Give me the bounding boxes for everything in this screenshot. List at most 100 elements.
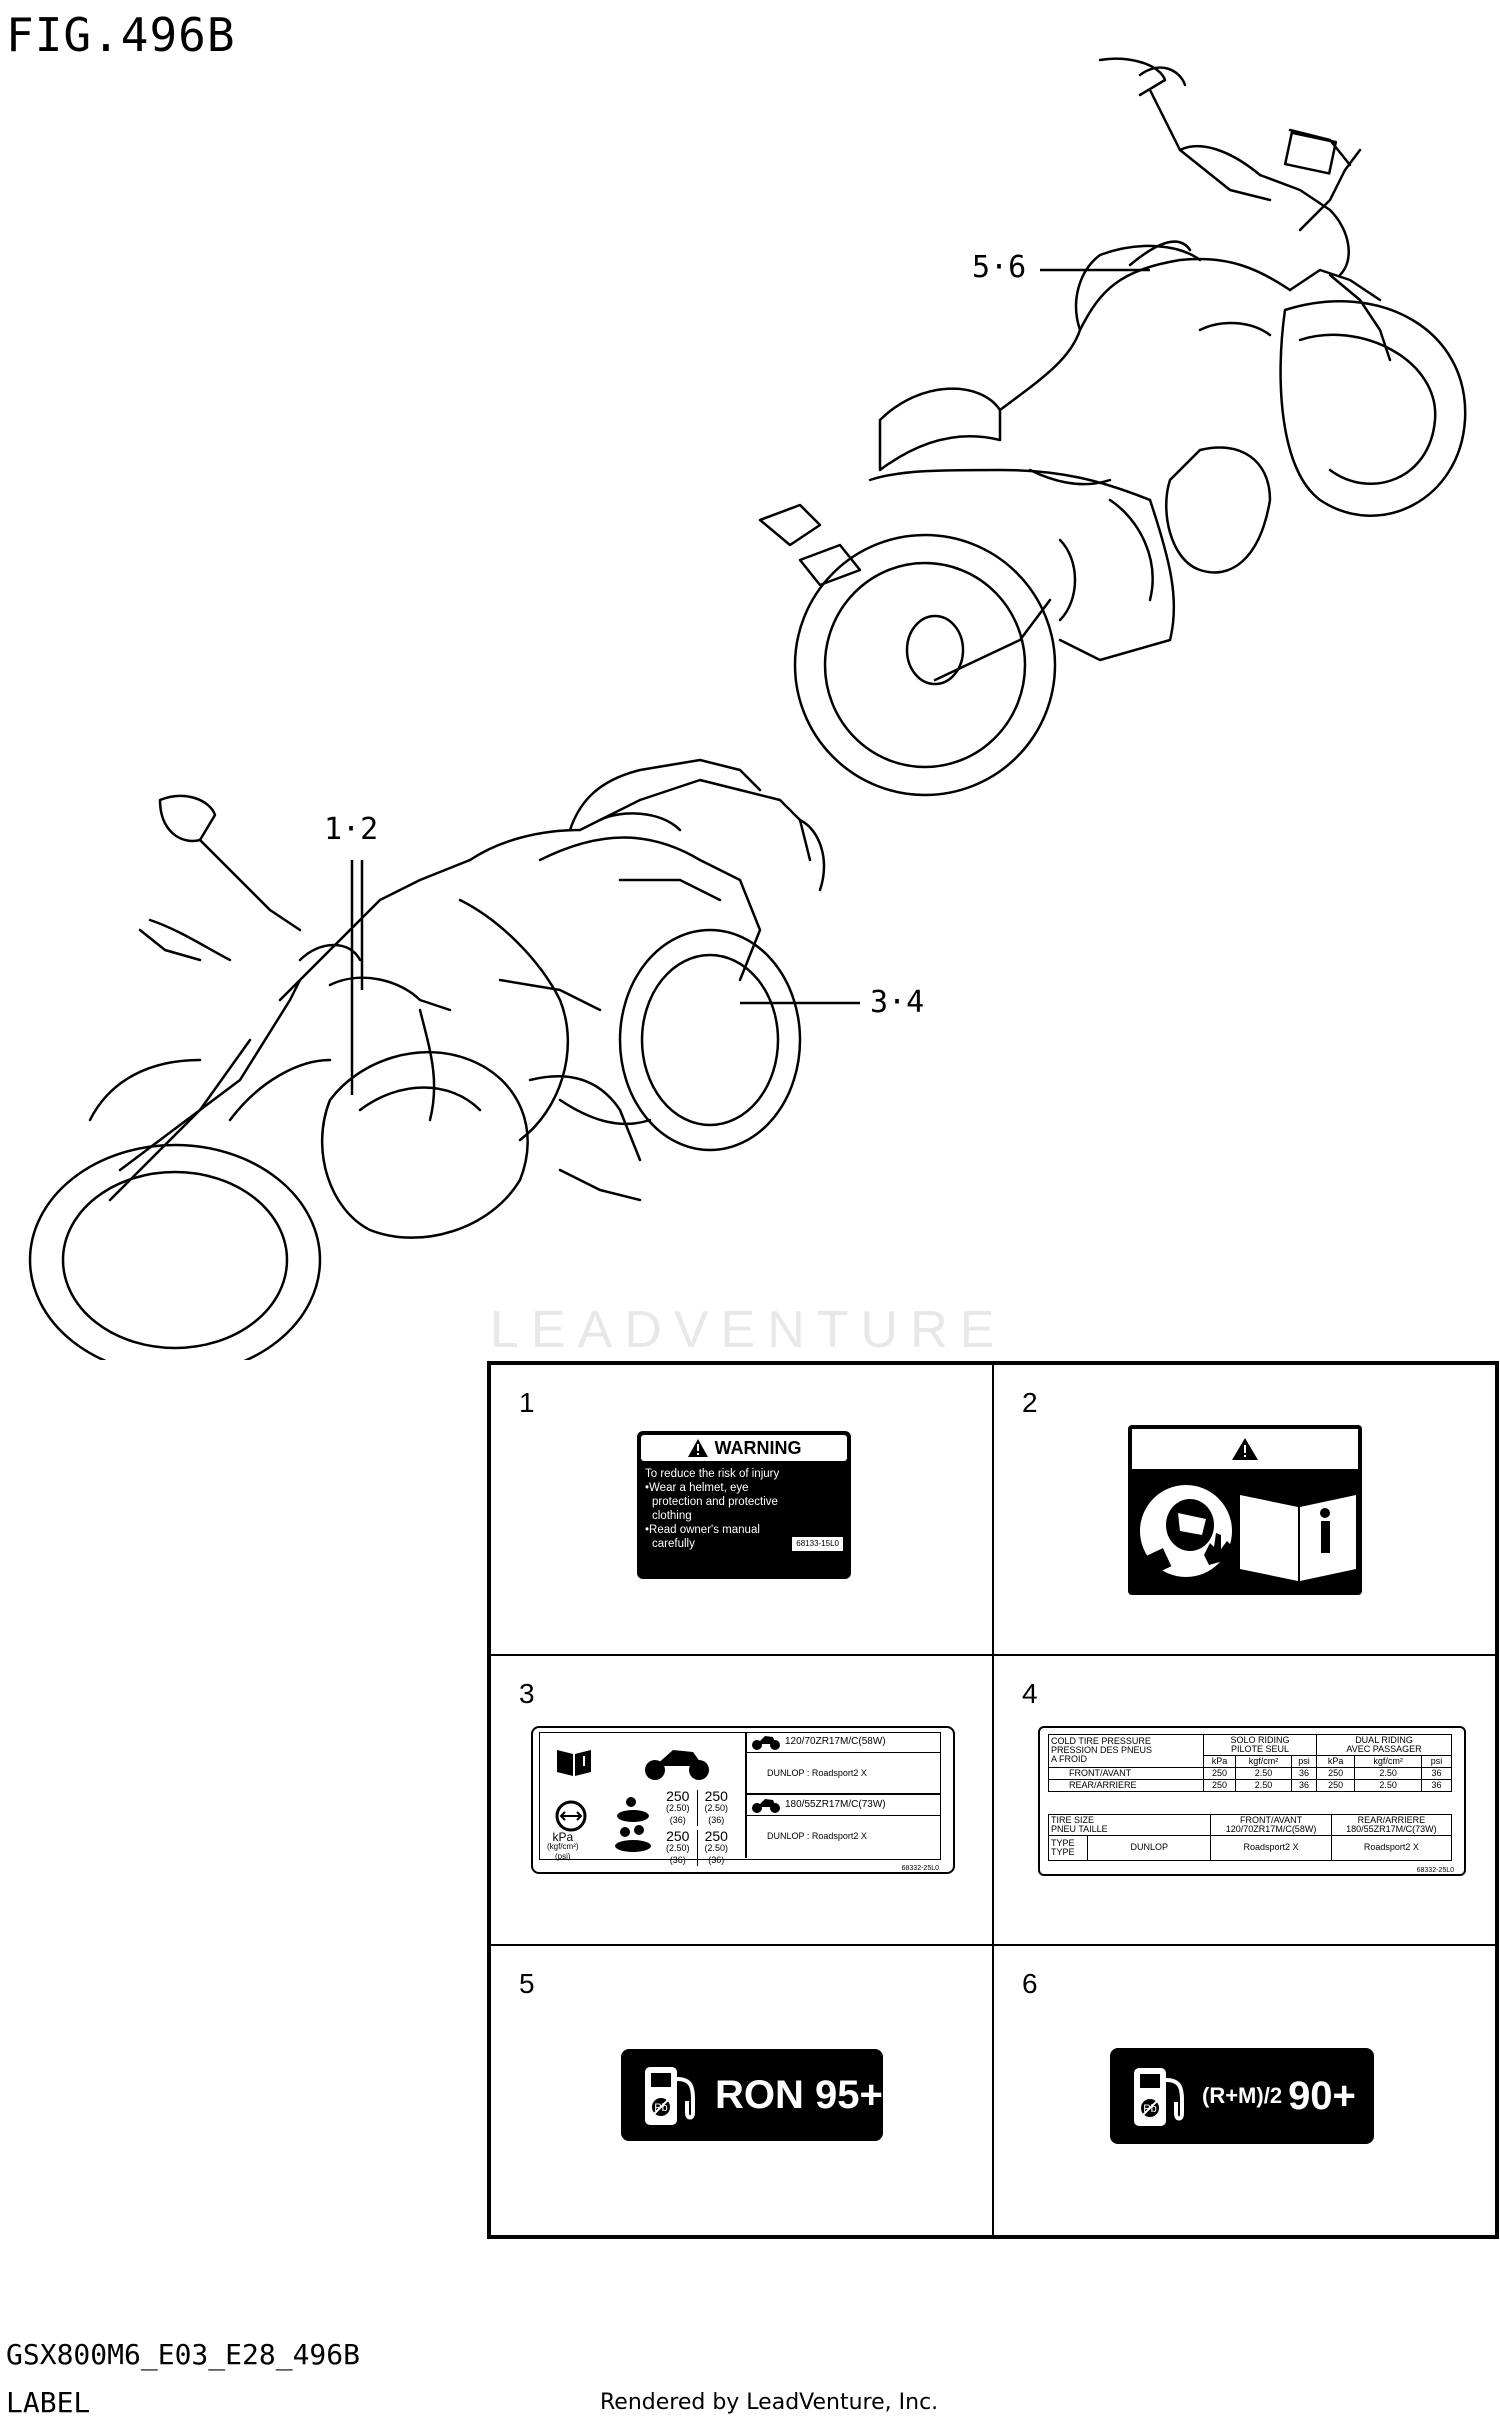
solo-front-psi: (36) [669, 1814, 686, 1825]
dual-front-psi: (36) [669, 1854, 686, 1865]
leader-lines [350, 268, 1150, 1095]
title-fr2: A FROID [1051, 1754, 1088, 1765]
callout-3-4: 3·4 [870, 985, 925, 1020]
label-code: 68332-25L0 [901, 1864, 939, 1872]
label-code: 68133-15L0 [792, 1537, 843, 1551]
callout-5-6: 5·6 [972, 250, 1027, 285]
octane-rating: 90+ [1288, 2073, 1356, 2118]
tire-rear-size: 180/55ZR17M/C(73W) [785, 1799, 886, 1811]
warning-triangle-icon [1232, 1438, 1258, 1460]
col-front: FRONT/AVANT [1239, 1814, 1303, 1825]
tire-front-size: 120/70ZR17M/C(58W) [785, 1736, 886, 1748]
solo-rear-psi: (36) [708, 1814, 725, 1825]
label-cell-5: 5 Pb RON 95+ [490, 1945, 993, 2236]
tire-pressure-pictogram-label: kPa (kgf/cm²) (psi) 250 (2.50) (36) 250 … [531, 1725, 955, 1874]
label-number: 1 [519, 1387, 535, 1418]
unit-psi: psi [1421, 1754, 1452, 1768]
unit-kgf: kgf/cm² [1234, 1754, 1293, 1768]
figure-code: GSX800M6_E03_E28_496B [6, 2338, 361, 2371]
warning-triangle-icon [687, 1439, 708, 1457]
col-rear: REAR/ARRIERE [1357, 1814, 1426, 1825]
unit-psi: (psi) [555, 1851, 571, 1861]
helmet-gloves-manual-icon [1140, 1485, 1356, 1581]
type-fr: TYPE [1051, 1846, 1075, 1857]
unit-kpa: kPa [552, 1829, 574, 1844]
value-kgf: 2.50 [1234, 1766, 1293, 1780]
label-number: 3 [519, 1677, 535, 1709]
dual-front-kpa: 250 [666, 1827, 690, 1844]
solo-rear-kpa: 250 [704, 1787, 728, 1804]
cold-tire-pressure-label: COLD TIRE PRESSURE PRESSION DES PNEUS A … [1038, 1725, 1466, 1876]
pictogram-label [1128, 1425, 1362, 1595]
label-cell-6: 6 Pb (R+M)/2 90+ [993, 1945, 1496, 2236]
value-kgf: 2.50 [1354, 1766, 1423, 1780]
dual-front-kgf: (2.50) [665, 1842, 690, 1853]
tire-size-en: TIRE SIZE [1051, 1814, 1095, 1825]
rear-tire-icon [752, 1798, 780, 1813]
warning-line: clothing [652, 1510, 692, 1522]
tire-pressure-pictograms [555, 1749, 709, 1852]
value-psi: 36 [1291, 1778, 1318, 1792]
label-cell-4: 4 COLD TIRE PRESSURE PRESSION DES PNEUS … [993, 1654, 1496, 1946]
solo-front-kgf: (2.50) [665, 1802, 690, 1813]
callout-1-2: 1·2 [324, 812, 379, 847]
value-psi: 36 [1291, 1766, 1318, 1780]
octane-prefix: (R+M)/2 [1202, 2083, 1283, 2109]
tire-front-brand: DUNLOP : Roadsport2 X [767, 1767, 867, 1778]
warning-line: •Read owner's manual [645, 1524, 760, 1536]
label-code: 68332-25L0 [1416, 1866, 1454, 1874]
section-name: LABEL [6, 2386, 91, 2419]
size-front: 120/70ZR17M/C(58W) [1225, 1823, 1317, 1834]
unit-kpa: kPa [1203, 1754, 1236, 1768]
label-number: 5 [519, 1968, 535, 2000]
fuel-pump-icon: Pb [645, 2067, 695, 2126]
tire-brand: DUNLOP [1086, 1834, 1212, 1861]
dual-riding-fr: AVEC PASSAGER [1346, 1743, 1422, 1754]
value-kpa: 250 [1316, 1766, 1356, 1780]
tire-model-front: Roadsport2 X [1210, 1834, 1332, 1861]
ron-rating: RON 95+ [715, 2072, 883, 2117]
unit-kgf: kgf/cm² [1354, 1754, 1423, 1768]
solo-riding-en: SOLO RIDING [1230, 1734, 1290, 1745]
value-psi: 36 [1421, 1778, 1452, 1792]
warning-line: •Wear a helmet, eye [645, 1482, 749, 1494]
value-kgf: 2.50 [1354, 1778, 1423, 1792]
front-tire-icon [752, 1735, 780, 1750]
solo-front-kpa: 250 [666, 1787, 690, 1804]
label-cell-2: 2 [993, 1364, 1496, 1655]
tire-size-fr: PNEU TAILLE [1051, 1823, 1108, 1834]
size-rear: 180/55ZR17M/C(73W) [1346, 1823, 1437, 1834]
unit-kpa: kPa [1316, 1754, 1356, 1768]
label-number: 2 [1022, 1387, 1038, 1418]
fuel-pump-icon: Pb [1134, 2068, 1184, 2127]
unit-psi: psi [1291, 1754, 1318, 1768]
fuel-ron-label: Pb RON 95+ [621, 2049, 883, 2142]
warning-line: protection and protective [652, 1496, 778, 1508]
type-en: TYPE [1051, 1837, 1075, 1848]
value-kpa: 250 [1316, 1778, 1356, 1792]
value-kgf: 2.50 [1234, 1778, 1293, 1792]
title-fr1: PRESSION DES PNEUS [1051, 1745, 1153, 1756]
label-number: 4 [1022, 1677, 1038, 1709]
row-rear: REAR/ARRIERE [1048, 1778, 1204, 1792]
value-kpa: 250 [1203, 1766, 1236, 1780]
row-front: FRONT/AVANT [1048, 1766, 1204, 1780]
rendered-by: Rendered by LeadVenture, Inc. [600, 2390, 939, 2415]
warning-heading: WARNING [714, 1437, 802, 1458]
warning-line: To reduce the risk of injury [645, 1468, 780, 1480]
warning-label: WARNING To reduce the risk of injury •We… [637, 1431, 851, 1579]
value-kpa: 250 [1203, 1778, 1236, 1792]
dual-rear-psi: (36) [708, 1854, 725, 1865]
label-cell-3: 3 kPa [490, 1654, 993, 1946]
dual-rear-kpa: 250 [704, 1827, 728, 1844]
warning-line: carefully [652, 1538, 695, 1550]
fuel-octane-label: Pb (R+M)/2 90+ [1110, 2048, 1374, 2145]
label-cell-1: 1 WARNING To reduce the risk of injury •… [490, 1364, 993, 1655]
dual-riding-en: DUAL RIDING [1355, 1734, 1413, 1745]
motorcycle-illustration [28, 57, 1467, 1360]
watermark: LEADVENTURE [490, 1301, 1007, 1359]
motorcycle-front-view [28, 758, 826, 1360]
label-grid: 1 WARNING To reduce the risk of injury •… [487, 1361, 1499, 2239]
label-number: 6 [1022, 1968, 1038, 2000]
figure-title: FIG.496B [6, 8, 236, 62]
